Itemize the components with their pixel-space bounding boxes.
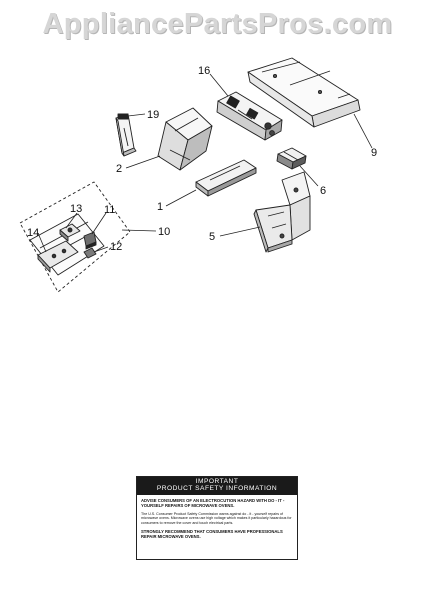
part-19-bracket: [115, 113, 137, 157]
part-6-block: [276, 147, 307, 170]
callout-labels: 16 19 9 2 6 1 13 11 10 14 12 5: [27, 65, 377, 253]
notice-commission-text: The U.S. Consumer Product Safety Commiss…: [141, 511, 292, 525]
callout-9: 9: [371, 147, 377, 159]
callout-14: 14: [27, 227, 39, 239]
callout-6: 6: [320, 185, 326, 197]
safety-notice-box: IMPORTANT PRODUCT SAFETY INFORMATION ADV…: [136, 476, 298, 560]
callout-13: 13: [70, 203, 82, 215]
notice-title-product-safety: PRODUCT SAFETY INFORMATION: [156, 485, 278, 493]
part-12-small-part: [83, 247, 97, 259]
part-13-component: [59, 223, 81, 242]
callout-2: 2: [116, 163, 122, 175]
part-1-strip: [195, 159, 257, 197]
part-14-plate: [37, 240, 79, 273]
safety-notice-header: IMPORTANT PRODUCT SAFETY INFORMATION: [137, 477, 297, 495]
safety-notice-body: ADVISE CONSUMERS OF AN ELECTROCUTION HAZ…: [137, 495, 297, 546]
leader-lines: [37, 73, 373, 253]
callout-10: 10: [158, 226, 170, 238]
callout-11: 11: [104, 204, 115, 216]
watermark-text: AppliancePartsPros.com: [42, 8, 393, 40]
part-2-duct: [157, 107, 213, 171]
notice-title-important: IMPORTANT: [195, 478, 239, 485]
part-5-bracket: [253, 171, 311, 253]
part-9-bracket: [247, 57, 361, 128]
callout-16: 16: [198, 65, 210, 77]
callout-1: 1: [157, 201, 163, 213]
part-11-connector: [83, 231, 97, 250]
part-16-switch-assembly: [216, 91, 283, 141]
notice-advise-text: ADVISE CONSUMERS OF AN ELECTROCUTION HAZ…: [141, 497, 285, 508]
callout-19: 19: [147, 109, 159, 121]
callout-12: 12: [110, 241, 122, 253]
callout-5: 5: [209, 231, 215, 243]
notice-recommend-text: STRONGLY RECOMMEND THAT CONSUMERS HAVE P…: [141, 529, 283, 540]
